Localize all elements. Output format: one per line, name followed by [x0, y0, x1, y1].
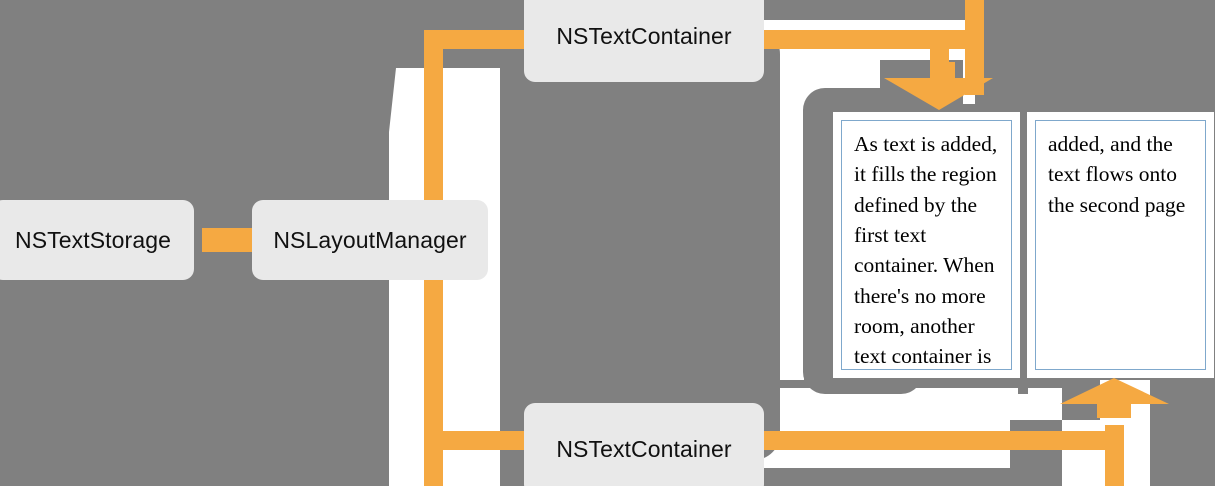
node-nslayoutmanager[interactable]: NSLayoutManager	[252, 200, 488, 280]
node-nstextstorage-label: NSTextStorage	[15, 226, 171, 253]
connector-right-vertical-top	[965, 0, 984, 95]
gray-plate-center	[500, 28, 780, 460]
node-nstextcontainer-top[interactable]: NSTextContainer	[524, 0, 764, 82]
node-nstextcontainer-top-label: NSTextContainer	[556, 22, 732, 49]
rendered-page-one-text: As text is added, it fills the region de…	[841, 120, 1012, 370]
connector-right-vertical-bottom	[1105, 425, 1124, 486]
node-nstextcontainer-bottom-label: NSTextContainer	[556, 435, 732, 462]
notch-lower	[389, 284, 424, 348]
node-nstextstorage[interactable]: NSTextStorage	[0, 200, 194, 280]
spine-notch-layer	[389, 132, 424, 348]
gray-plate-page-gutter	[1018, 88, 1028, 394]
gray-plate-far-right-lower	[1150, 372, 1215, 486]
connector-storage-layoutmanager	[202, 228, 256, 252]
gray-plate-right	[975, 0, 1215, 116]
connector-page-one-stem	[930, 40, 949, 85]
rendered-page-two-text: added, and the text flows onto the secon…	[1035, 120, 1206, 370]
arrowhead-into-page-one	[884, 62, 993, 110]
notch-upper	[389, 132, 424, 196]
rendered-page-one[interactable]: As text is added, it fills the region de…	[833, 112, 1020, 378]
arrowhead-into-page-two	[1060, 378, 1169, 418]
node-nstextcontainer-bottom[interactable]: NSTextContainer	[524, 403, 764, 486]
rendered-page-two[interactable]: added, and the text flows onto the secon…	[1027, 112, 1214, 378]
node-nslayoutmanager-label: NSLayoutManager	[273, 226, 467, 253]
